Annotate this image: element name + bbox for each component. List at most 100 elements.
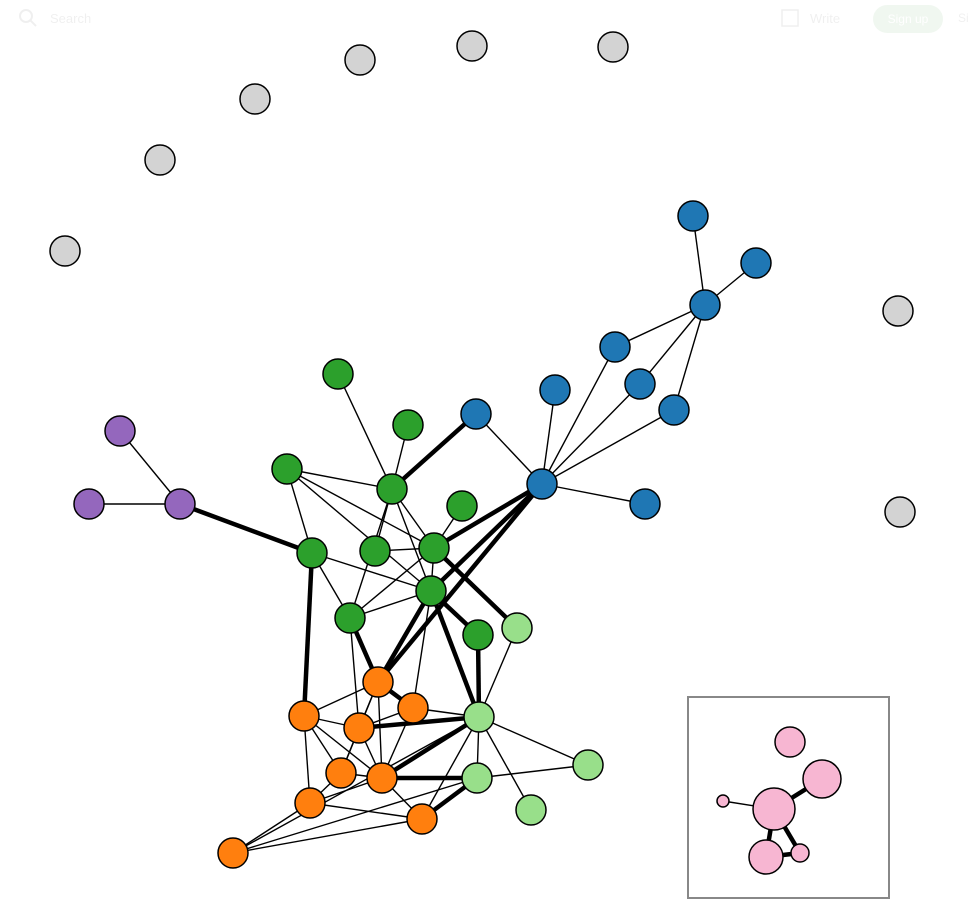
node-gr6 [418,532,450,564]
edge-b8-b9 [475,413,543,485]
node-b7 [658,394,690,426]
node-pk1 [774,726,806,758]
edge-gr8-gr6 [286,468,435,549]
node-g7 [882,295,914,327]
node-b2 [740,247,772,279]
edge-b3-b7 [673,304,706,411]
edge-lg4-o9 [232,777,478,854]
edge-gr8-gr5 [286,468,432,592]
node-b9 [460,398,492,430]
edge-b4-b8 [541,346,616,485]
node-gr3 [392,409,424,441]
edge-b3-b4 [614,304,706,348]
edge-gr5-o3 [412,590,432,709]
edge-b3-b6 [639,304,706,385]
edge-gr6-lg1 [432,546,519,630]
edge-lg2-lg5 [478,716,532,811]
node-gr10 [462,619,494,651]
node-pk3 [716,794,730,808]
edge-o1-o5 [377,681,383,779]
edge-gr5-o1 [376,589,433,684]
edge-b9-gr2 [390,412,478,491]
node-o1 [362,666,394,698]
node-o7 [294,787,326,819]
edge-b8-gr6 [432,482,544,550]
node-o8 [406,803,438,835]
node-gr9 [334,602,366,634]
node-p1 [104,415,136,447]
node-b5 [539,374,571,406]
node-gr7 [359,535,391,567]
node-lg5 [515,794,547,826]
edge-lg3-lg4 [476,764,589,779]
edge-b8-o1 [376,482,544,684]
search-label: Search [50,10,92,26]
node-gr5 [415,575,447,607]
node-lg3 [572,749,604,781]
node-o4 [343,712,375,744]
edge-lg2-o9 [232,716,480,854]
edge-gr4-o2 [301,552,315,717]
node-o5 [366,762,398,794]
edge-gr2-gr8 [286,468,393,490]
search-box[interactable]: Search [18,8,91,28]
edge-o2-o5 [303,715,383,779]
edge-o7-o8 [309,802,423,820]
node-pk4 [752,787,796,831]
edge-b5-b8 [541,389,556,485]
node-b4 [599,331,631,363]
node-o2 [288,700,320,732]
node-gr2 [376,473,408,505]
top-navigation-bar: Search Write Sign up Si [0,0,975,40]
node-p3 [164,488,196,520]
node-pk2 [802,759,842,799]
edge-lg1-lg2 [478,627,518,718]
edge-gr1-gr2 [337,373,393,490]
inset-box [687,696,890,899]
edge-gr6-gr9 [349,547,435,619]
node-b3 [689,289,721,321]
node-lg1 [501,612,533,644]
node-pk5 [748,839,784,875]
node-p2 [73,488,105,520]
edge-gr9-o4 [349,617,360,729]
write-button[interactable]: Write [780,8,840,28]
graph-nodes [49,30,916,875]
node-o3 [397,692,429,724]
node-gr4 [296,537,328,569]
edge-p3-gr4 [179,501,313,556]
node-g1 [49,235,81,267]
edge-gr4-gr5 [311,552,432,592]
node-g8 [884,496,916,528]
node-g5 [456,30,488,62]
write-label: Write [810,10,841,26]
node-b1 [677,200,709,232]
signin-link[interactable]: Si [958,11,969,25]
node-g6 [597,31,629,63]
node-o9 [217,837,249,869]
node-gr11 [446,490,478,522]
node-pk6 [790,843,810,863]
node-b6 [624,368,656,400]
edge-o8-o9 [232,818,423,854]
node-b10 [629,488,661,520]
node-g4 [344,44,376,76]
edge-b8-b10 [541,483,646,505]
edge-lg2-o5 [380,715,481,780]
edge-gr5-lg2 [428,590,482,718]
node-lg4 [461,762,493,794]
write-icon [781,9,799,27]
node-g2 [144,144,176,176]
edge-gr2-gr5 [391,488,432,592]
node-gr8 [271,453,303,485]
edge-lg2-o8 [421,716,480,820]
node-lg2 [463,701,495,733]
node-g3 [239,83,271,115]
edge-b7-b8 [541,409,675,485]
edge-b6-b8 [541,383,641,485]
node-gr1 [322,358,354,390]
edge-lg2-lg3 [478,716,589,766]
signup-button[interactable]: Sign up [873,5,943,33]
edge-b8-gr5 [429,482,544,593]
